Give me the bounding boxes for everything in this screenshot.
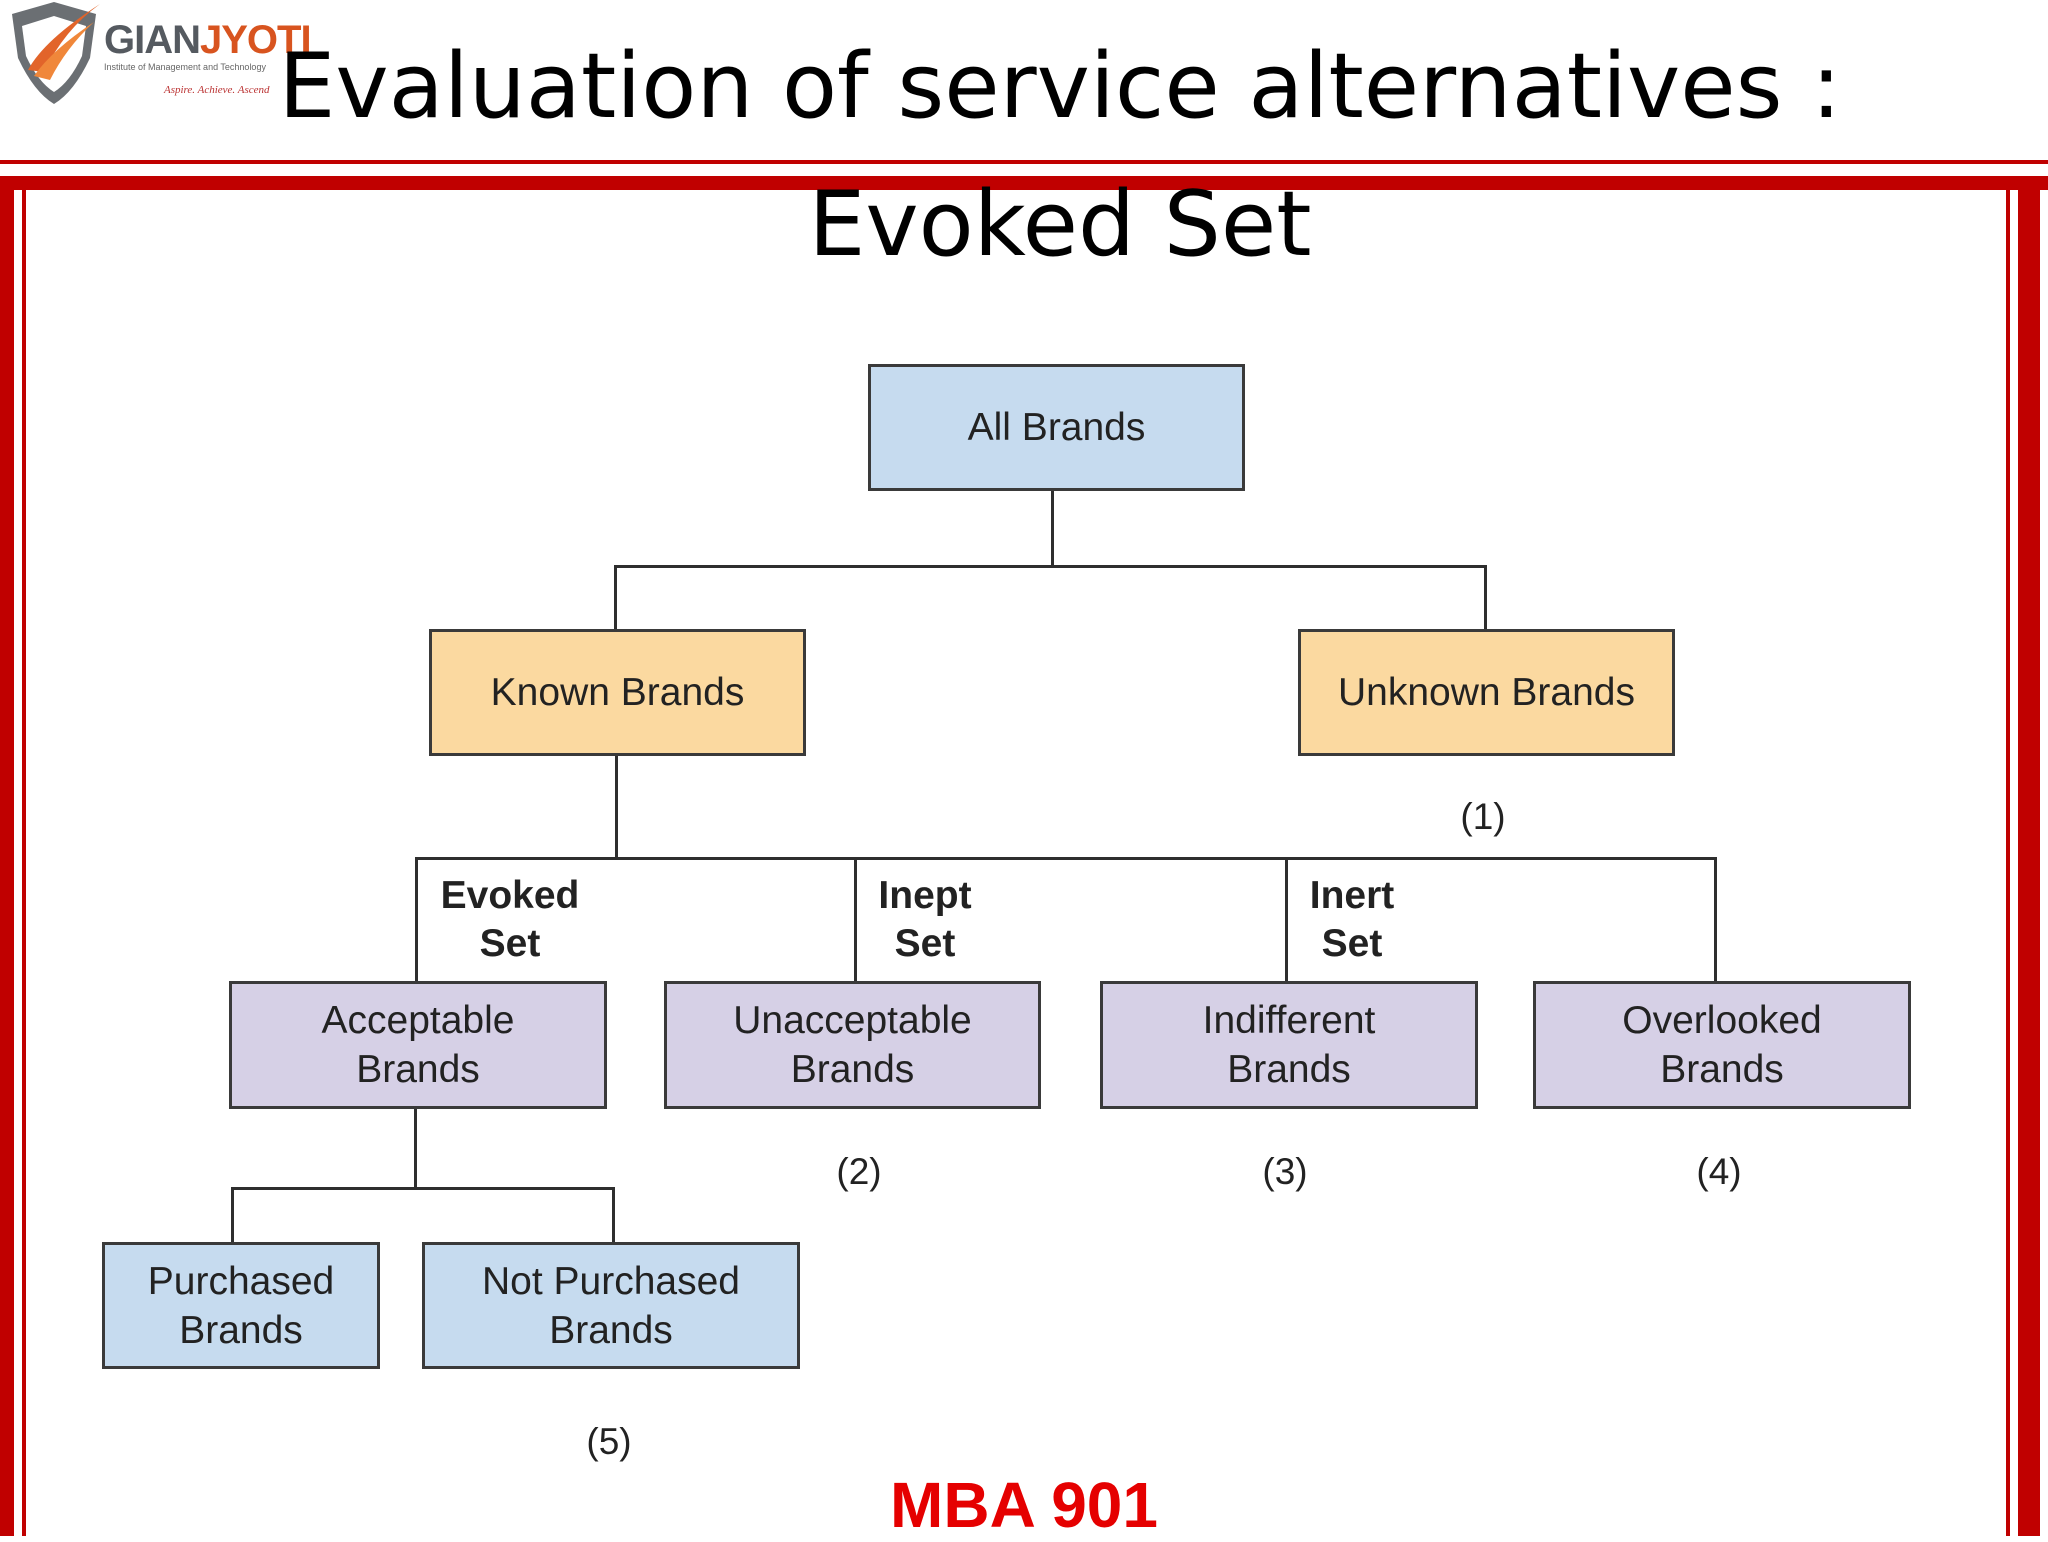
connector-level3-horizontal <box>231 1187 615 1190</box>
connector-to-acceptable <box>415 857 418 983</box>
node-known-brands: Known Brands <box>429 629 806 756</box>
logo-tagline: Aspire. Achieve. Ascend <box>164 84 270 96</box>
logo-wordmark: GIANJYOTI <box>104 18 312 62</box>
node-unknown-brands: Unknown Brands <box>1298 629 1675 756</box>
logo-subtitle: Institute of Management and Technology <box>104 62 266 72</box>
connector-to-known <box>614 565 617 631</box>
node-indifferent-brands: Indifferent Brands <box>1100 981 1478 1109</box>
node-overlooked-brands: Overlooked Brands <box>1533 981 1911 1109</box>
slide-title: Evaluation of service alternatives : Evok… <box>0 18 2048 294</box>
title-line-2: Evoked Set <box>808 172 1312 277</box>
node-acceptable-brands: Acceptable Brands <box>229 981 607 1109</box>
number-1: (1) <box>1460 796 1506 837</box>
number-4: (4) <box>1696 1151 1742 1192</box>
number-2: (2) <box>836 1151 882 1192</box>
frame-right-thin-line <box>2006 190 2010 1536</box>
label-inert-set: Inert Set <box>1309 874 1395 965</box>
frame-right-thick-line <box>2018 176 2040 1536</box>
course-code-footer: MBA 901 <box>890 1469 1158 1541</box>
institute-logo: GIANJYOTI Institute of Management and Te… <box>4 0 334 108</box>
node-unacceptable-brands: Unacceptable Brands <box>664 981 1041 1109</box>
frame-left-thick-line <box>0 176 14 1536</box>
frame-left-thin-line <box>22 190 26 1536</box>
node-purchased-brands: Purchased Brands <box>102 1242 380 1369</box>
connector-to-overlooked <box>1714 857 1717 983</box>
node-not-purchased-brands: Not Purchased Brands <box>422 1242 800 1369</box>
label-inept-set: Inept Set <box>878 874 972 965</box>
shield-icon <box>12 2 100 104</box>
connector-level2-horizontal <box>415 857 1717 860</box>
connector-known-down <box>615 755 618 859</box>
connector-acceptable-down <box>414 1107 417 1190</box>
number-5: (5) <box>586 1421 632 1462</box>
connector-all-down <box>1051 489 1054 566</box>
connector-to-purchased <box>231 1187 234 1244</box>
title-line-1: Evaluation of service alternatives : <box>278 34 1842 139</box>
connector-level1-horizontal <box>614 565 1487 568</box>
connector-to-unacceptable <box>854 857 857 983</box>
connector-to-not-purchased <box>612 1187 615 1244</box>
frame-top-thin-line <box>0 160 2048 164</box>
label-evoked-set: Evoked Set <box>440 874 580 965</box>
frame-top-thick-line <box>0 176 2048 190</box>
connector-to-indifferent <box>1285 857 1288 983</box>
node-all-brands: All Brands <box>868 364 1245 491</box>
connector-to-unknown <box>1484 565 1487 631</box>
number-3: (3) <box>1262 1151 1308 1192</box>
